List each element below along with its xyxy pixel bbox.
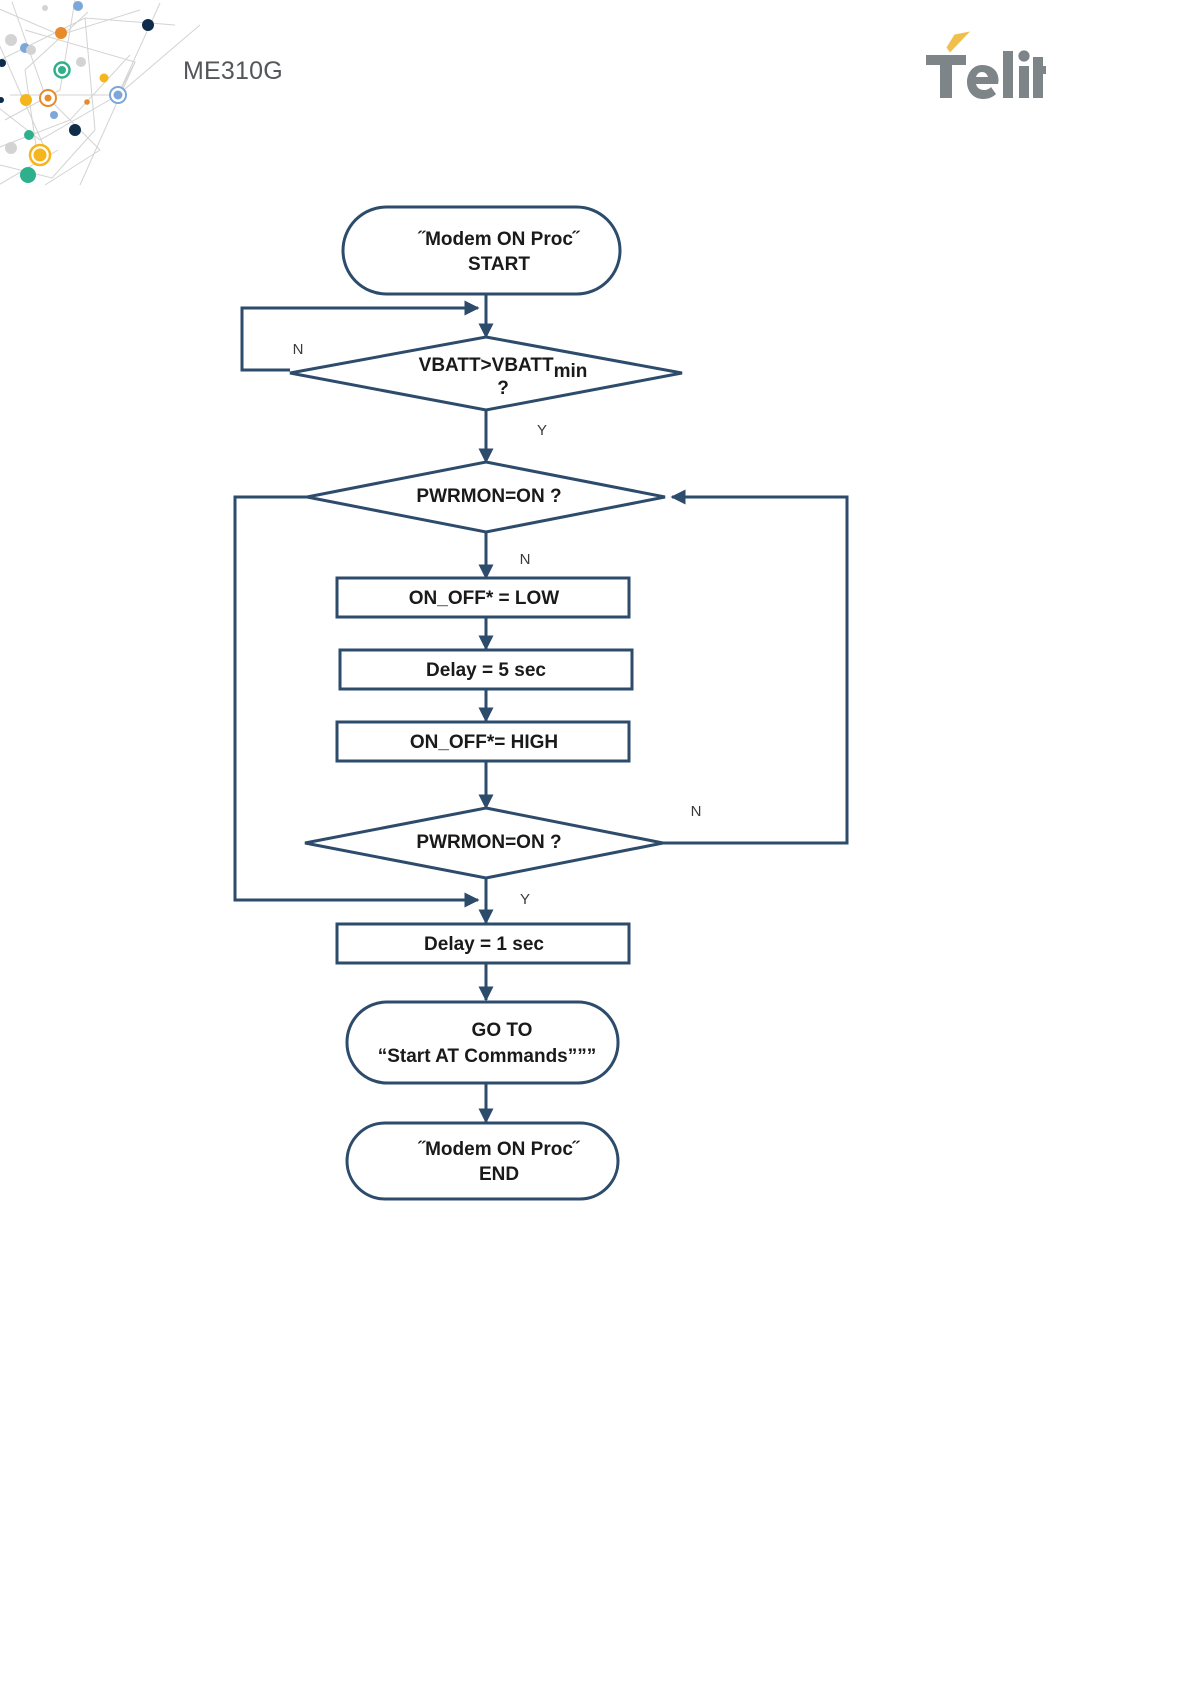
node-pwrmon-check-2[interactable]: PWRMON=ON ? [304,806,664,880]
svg-text:VBATT>VBATTmin: VBATT>VBATTmin [419,355,588,382]
node-vbatt-subscript: min [554,361,588,382]
node-vbatt-question: ? [497,378,509,399]
node-start[interactable]: ˝Modem ON Proc˝ START [341,205,622,296]
node-pwrmon2-label: PWRMON=ON ? [416,832,561,853]
node-pwrmon1-label: PWRMON=ON ? [416,486,561,507]
node-start-line2: START [468,254,530,275]
edge-vbatt-no-loop [240,300,480,372]
branch-label-pwrmon1-no: N [520,551,531,568]
node-on-off-low[interactable]: ON_OFF* = LOW [335,576,631,619]
branch-label-pwrmon2-yes: Y [520,891,530,908]
node-on-off-high[interactable]: ON_OFF*= HIGH [335,720,631,763]
node-end-line1: ˝Modem ON Proc˝ [418,1139,581,1160]
network-nodes-graphic [0,0,201,186]
node-delay-5-sec[interactable]: Delay = 5 sec [338,648,634,691]
node-goto-line1: GO TO [472,1020,533,1041]
node-delay-1-sec[interactable]: Delay = 1 sec [335,922,631,965]
node-vbatt-expr: VBATT>VBATT [419,355,554,376]
node-on-off-high-label: ON_OFF*= HIGH [410,732,558,753]
node-pwrmon-check-1[interactable]: PWRMON=ON ? [306,460,666,534]
node-delay-5-label: Delay = 5 sec [426,660,546,681]
node-delay-1-label: Delay = 1 sec [424,934,544,955]
node-end-line2: END [479,1164,519,1185]
document-model-label: ME310G [183,57,283,85]
branch-label-vbatt-yes: Y [537,422,547,439]
telit-logo [926,31,1046,99]
node-start-line1: ˝Modem ON Proc˝ [418,229,581,250]
branch-label-pwrmon2-no: N [691,803,702,820]
node-goto-line2: “Start AT Commands””” [378,1046,597,1067]
edge-pwrmon2-no-to-pwrmon1 [663,489,849,845]
node-goto-at-commands[interactable]: GO TO “Start AT Commands””” [345,1000,620,1085]
branch-label-vbatt-no: N [293,341,304,358]
node-vbatt-check[interactable]: VBATT>VBATTmin ? [289,335,683,412]
node-on-off-low-label: ON_OFF* = LOW [409,588,559,609]
node-end[interactable]: ˝Modem ON Proc˝ END [345,1121,620,1201]
edge-pwrmon1-left-to-delay1 [233,495,480,908]
